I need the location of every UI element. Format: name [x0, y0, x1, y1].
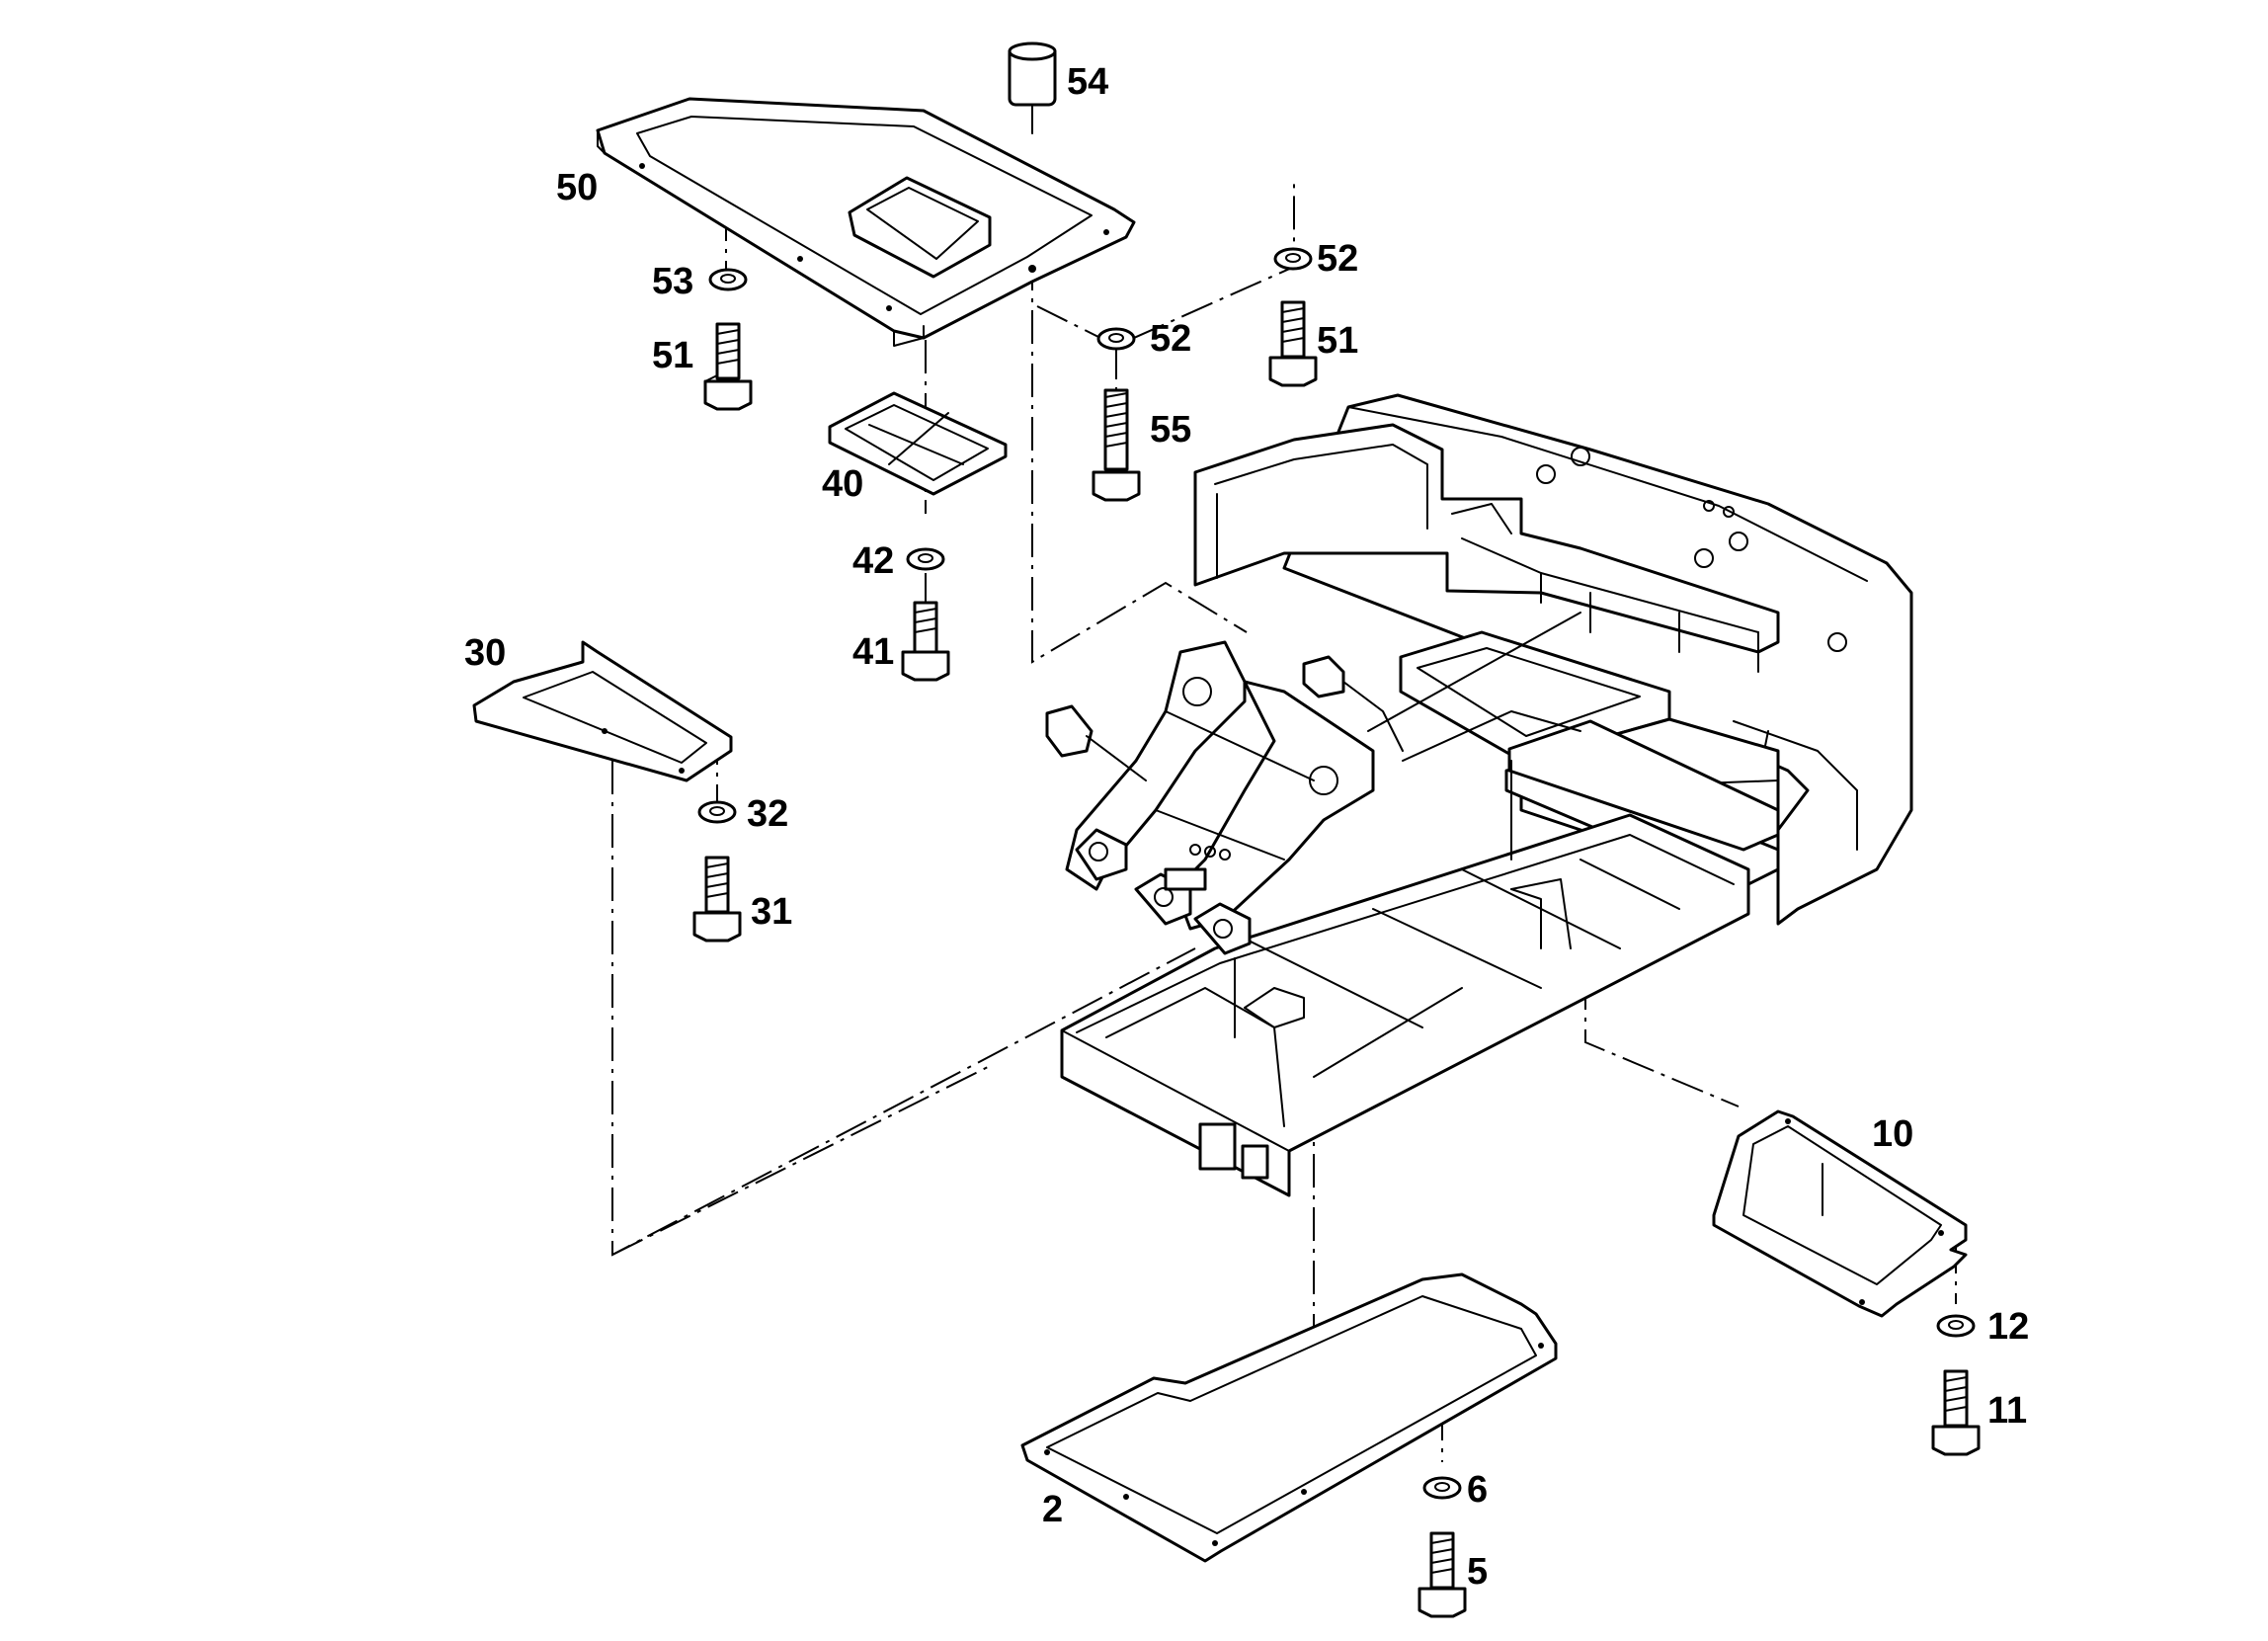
callout-6: 6: [1467, 1469, 1488, 1511]
callout-52-middle: 52: [1150, 318, 1191, 360]
callout-2: 2: [1042, 1489, 1063, 1530]
part-30-left-cover: [472, 640, 733, 782]
part-54-spacer: [1008, 41, 1057, 134]
callout-52-right: 52: [1317, 238, 1358, 280]
callout-55: 55: [1150, 409, 1191, 451]
callout-10: 10: [1872, 1113, 1913, 1155]
callout-11: 11: [1987, 1390, 2027, 1432]
callout-32: 32: [747, 793, 788, 835]
main-frame: [1045, 393, 1913, 1197]
callout-12: 12: [1987, 1306, 2029, 1348]
callout-31: 31: [751, 891, 792, 933]
fasteners: [692, 247, 1981, 1618]
callout-51-right: 51: [1317, 320, 1358, 362]
part-40-small-cover: [828, 391, 1008, 496]
callout-30: 30: [464, 632, 506, 674]
part-50-top-cover: [596, 97, 1136, 347]
callouts: 54 50 52 53 51 52 51 55 40 42 41 30 32 3…: [464, 61, 2029, 1593]
callout-53: 53: [652, 261, 693, 302]
part-10-right-cover: [1712, 1109, 1968, 1318]
callout-51-left: 51: [652, 335, 693, 376]
callout-5: 5: [1467, 1551, 1488, 1593]
part-2-bottom-cover: [1020, 1272, 1558, 1563]
callout-50: 50: [556, 167, 598, 208]
callout-42: 42: [852, 540, 894, 582]
callout-54: 54: [1067, 61, 1108, 103]
callout-40: 40: [822, 463, 863, 505]
callout-41: 41: [852, 631, 894, 673]
